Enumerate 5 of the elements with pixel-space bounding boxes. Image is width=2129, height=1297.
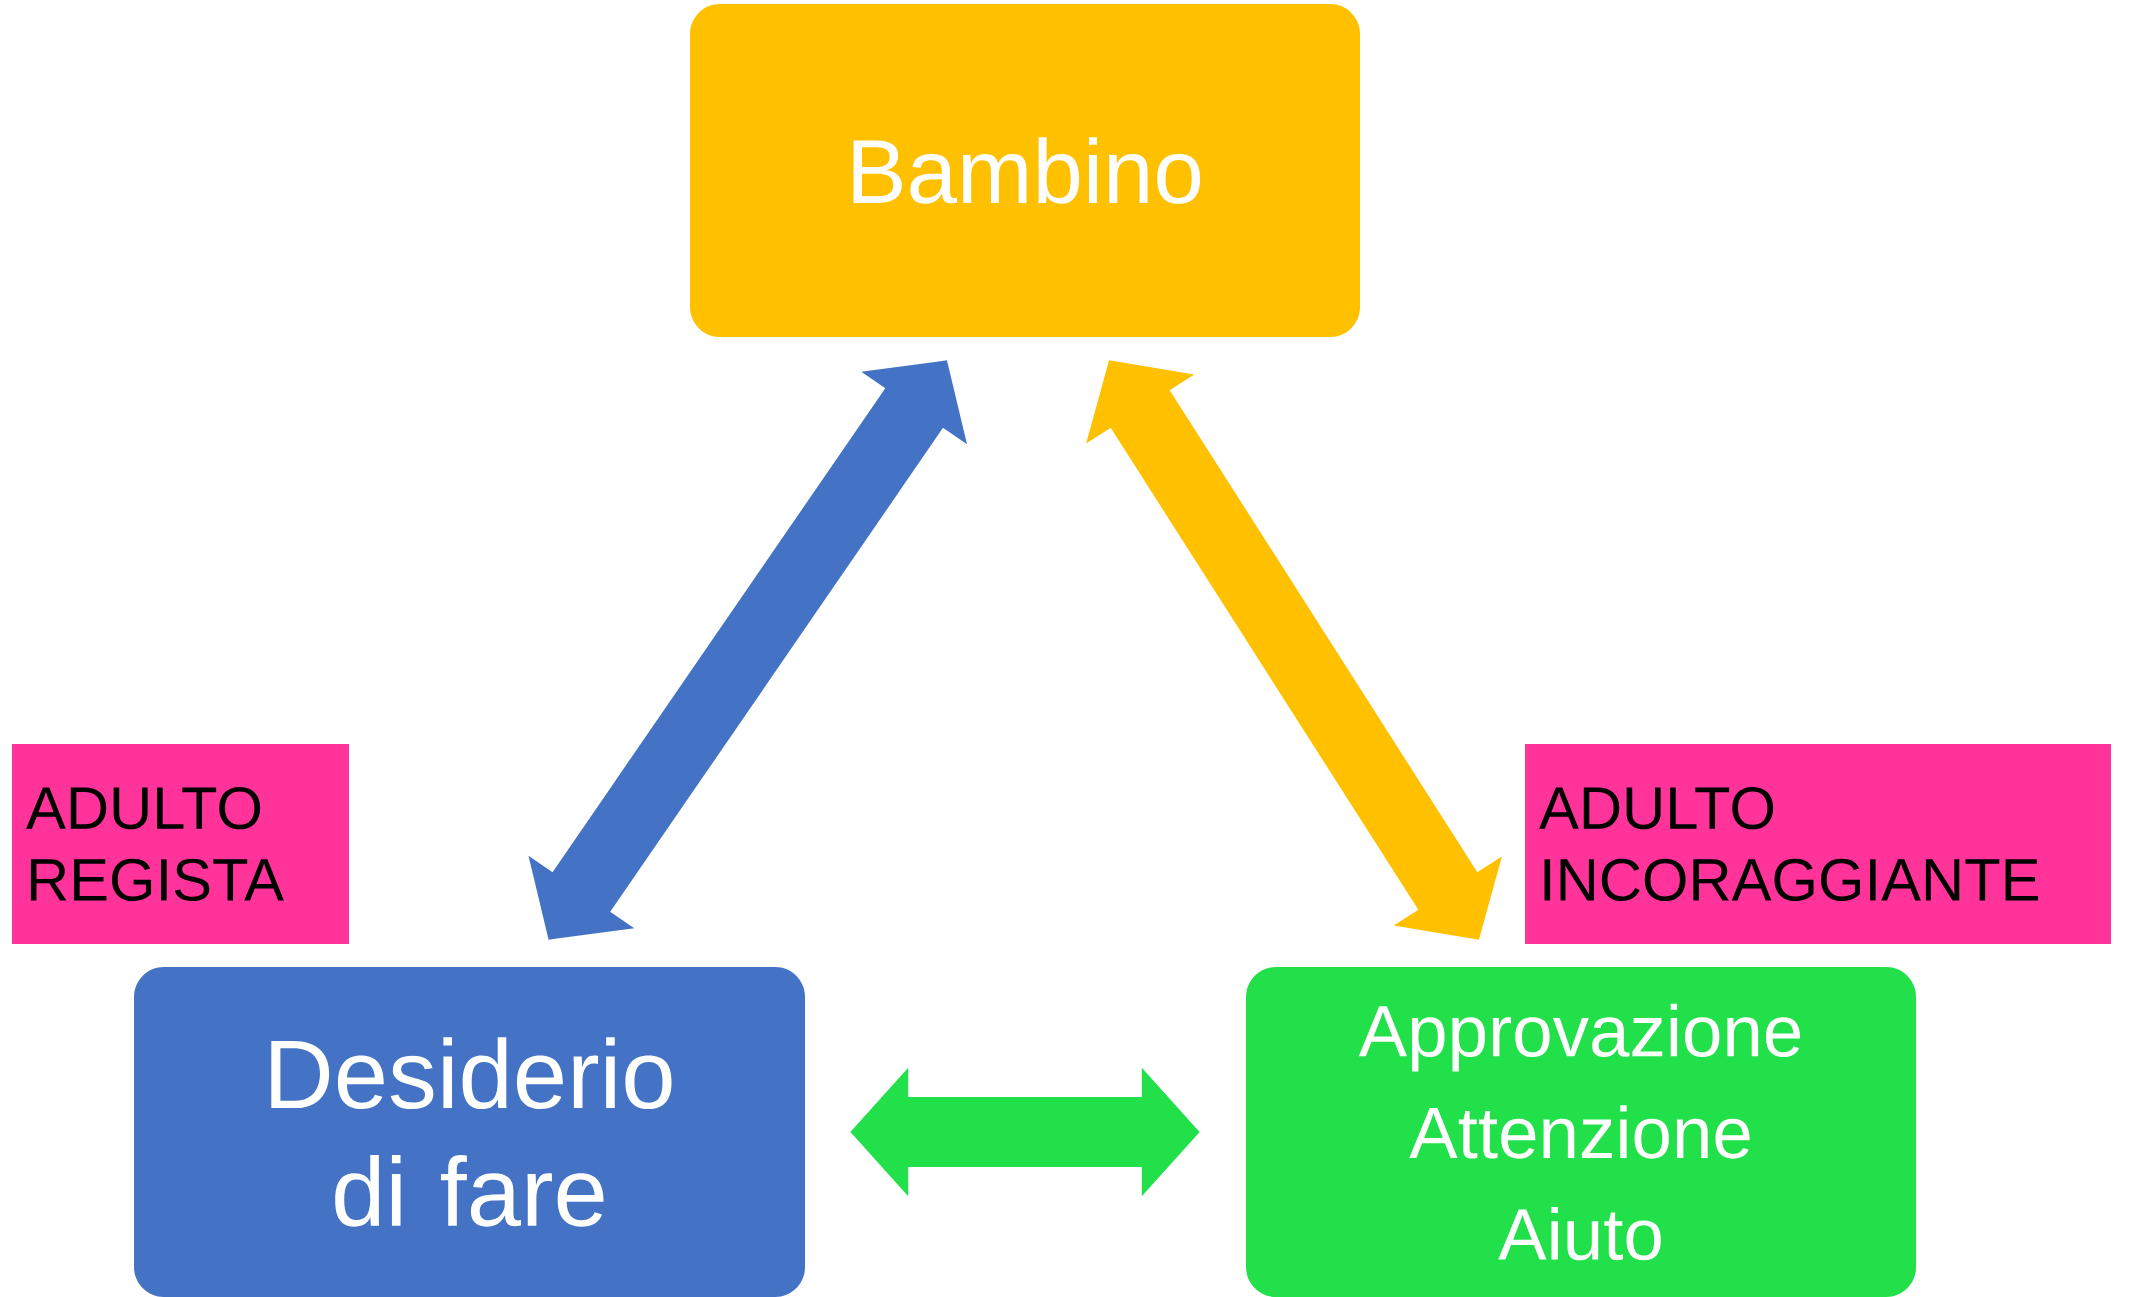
label-box: ADULTO INCORAGGIANTE xyxy=(1525,744,2112,944)
process-box: Bambino xyxy=(690,4,1360,337)
label-box: ADULTO REGISTA xyxy=(12,744,349,944)
process-box: Approvazione Attenzione Aiuto xyxy=(1246,967,1916,1297)
process-box: Desiderio di fare xyxy=(134,967,805,1297)
